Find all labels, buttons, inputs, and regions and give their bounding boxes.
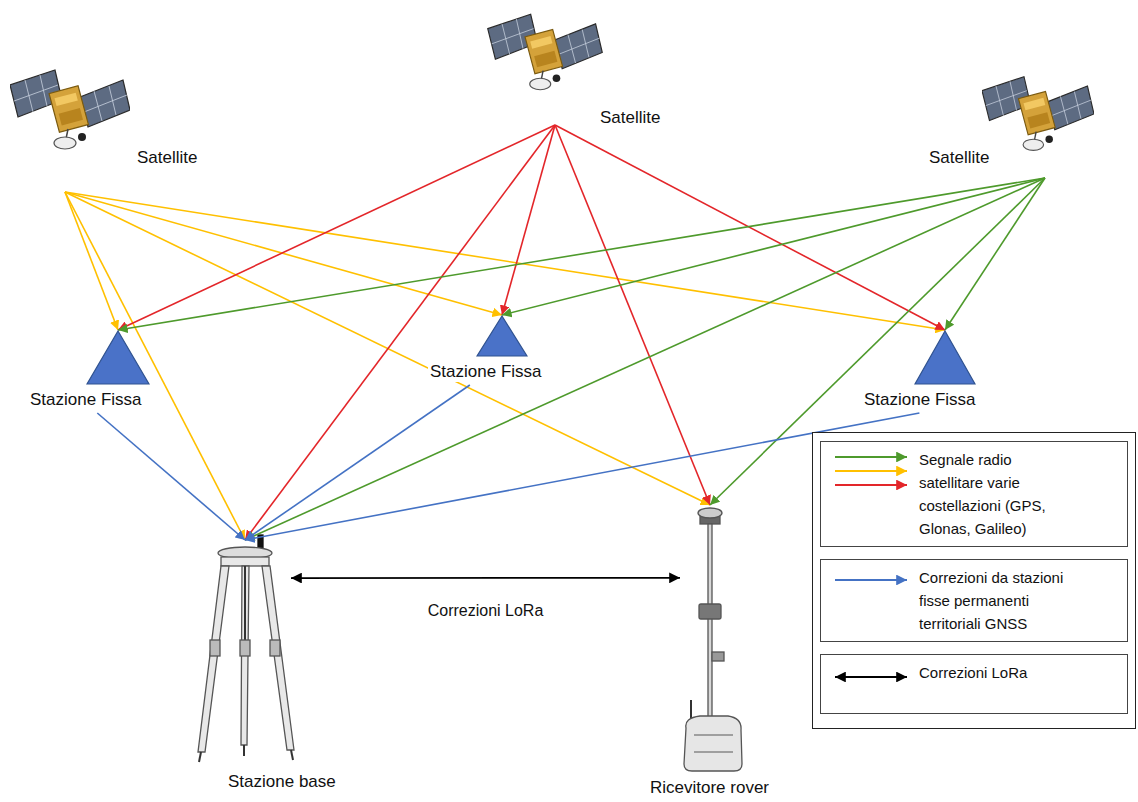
- legend-arrow: [835, 676, 907, 678]
- signal-arrow: [118, 178, 1045, 330]
- satellite-icon: [982, 77, 1094, 151]
- node-label: Stazione Fissa: [428, 362, 544, 382]
- node-label: Satellite: [927, 148, 991, 168]
- legend-entry: Correzioni da stazioni fisse permanenti …: [820, 559, 1128, 642]
- legend-text: Correzioni da stazioni fisse permanenti …: [919, 566, 1079, 635]
- station-triangle: [87, 331, 149, 384]
- legend-arrow: [835, 484, 907, 486]
- signal-arrow: [65, 192, 118, 330]
- node-label: Stazione base: [226, 772, 338, 792]
- legend-sample: [829, 661, 915, 707]
- node-label: Satellite: [135, 148, 199, 168]
- node-label: Stazione Fissa: [862, 390, 978, 410]
- legend-sample: [829, 566, 915, 612]
- legend-text: Correzioni LoRa: [919, 661, 1079, 684]
- satellite-icon: [488, 14, 603, 89]
- satellite-icon: [10, 70, 130, 149]
- signal-arrow: [245, 125, 555, 540]
- station-triangle: [915, 331, 975, 384]
- base-station: Stazione base: [199, 540, 291, 755]
- node-label: Satellite: [598, 108, 662, 128]
- signal-arrow: [65, 192, 502, 315]
- legend-arrow: [835, 456, 907, 458]
- satellite-node: Satellite: [10, 55, 125, 192]
- edge-label: Correzioni LoRa: [425, 601, 547, 621]
- node-label: Stazione Fissa: [28, 390, 144, 410]
- satellite-node: Satellite: [985, 60, 1095, 178]
- legend-arrow: [835, 470, 907, 472]
- signal-arrow: [97, 413, 245, 540]
- legend-text: Segnale radio satellitare varie costella…: [919, 448, 1079, 540]
- signal-arrow: [502, 178, 1045, 315]
- station-triangle: [86, 330, 150, 385]
- legend-arrow: [835, 579, 907, 581]
- rover-receiver: [684, 508, 742, 771]
- tripod-base: [198, 535, 294, 762]
- signal-arrow: [502, 125, 555, 315]
- signal-arrow: [555, 125, 945, 330]
- legend-box: Segnale radio satellitare varie costella…: [812, 432, 1136, 729]
- station-triangle: [476, 315, 528, 357]
- lora-link: [291, 577, 680, 579]
- legend-entry: Segnale radio satellitare varie costella…: [820, 441, 1128, 547]
- signal-arrow: [65, 192, 245, 540]
- satellite-node: Satellite: [480, 0, 610, 125]
- node-label: Ricevitore rover: [648, 778, 771, 798]
- station-triangle: [914, 330, 976, 385]
- rover-receiver: Ricevitore rover: [680, 505, 740, 770]
- legend-entry: Correzioni LoRa: [820, 654, 1128, 714]
- fixed-station: Stazione Fissa: [862, 330, 1002, 413]
- fixed-station: Stazione Fissa: [428, 315, 583, 385]
- signal-arrow: [555, 125, 710, 505]
- signal-arrow: [245, 385, 470, 540]
- legend-sample: [829, 448, 915, 494]
- fixed-station: Stazione Fissa: [28, 330, 154, 413]
- signal-arrow: [118, 125, 555, 330]
- station-triangle: [477, 316, 527, 356]
